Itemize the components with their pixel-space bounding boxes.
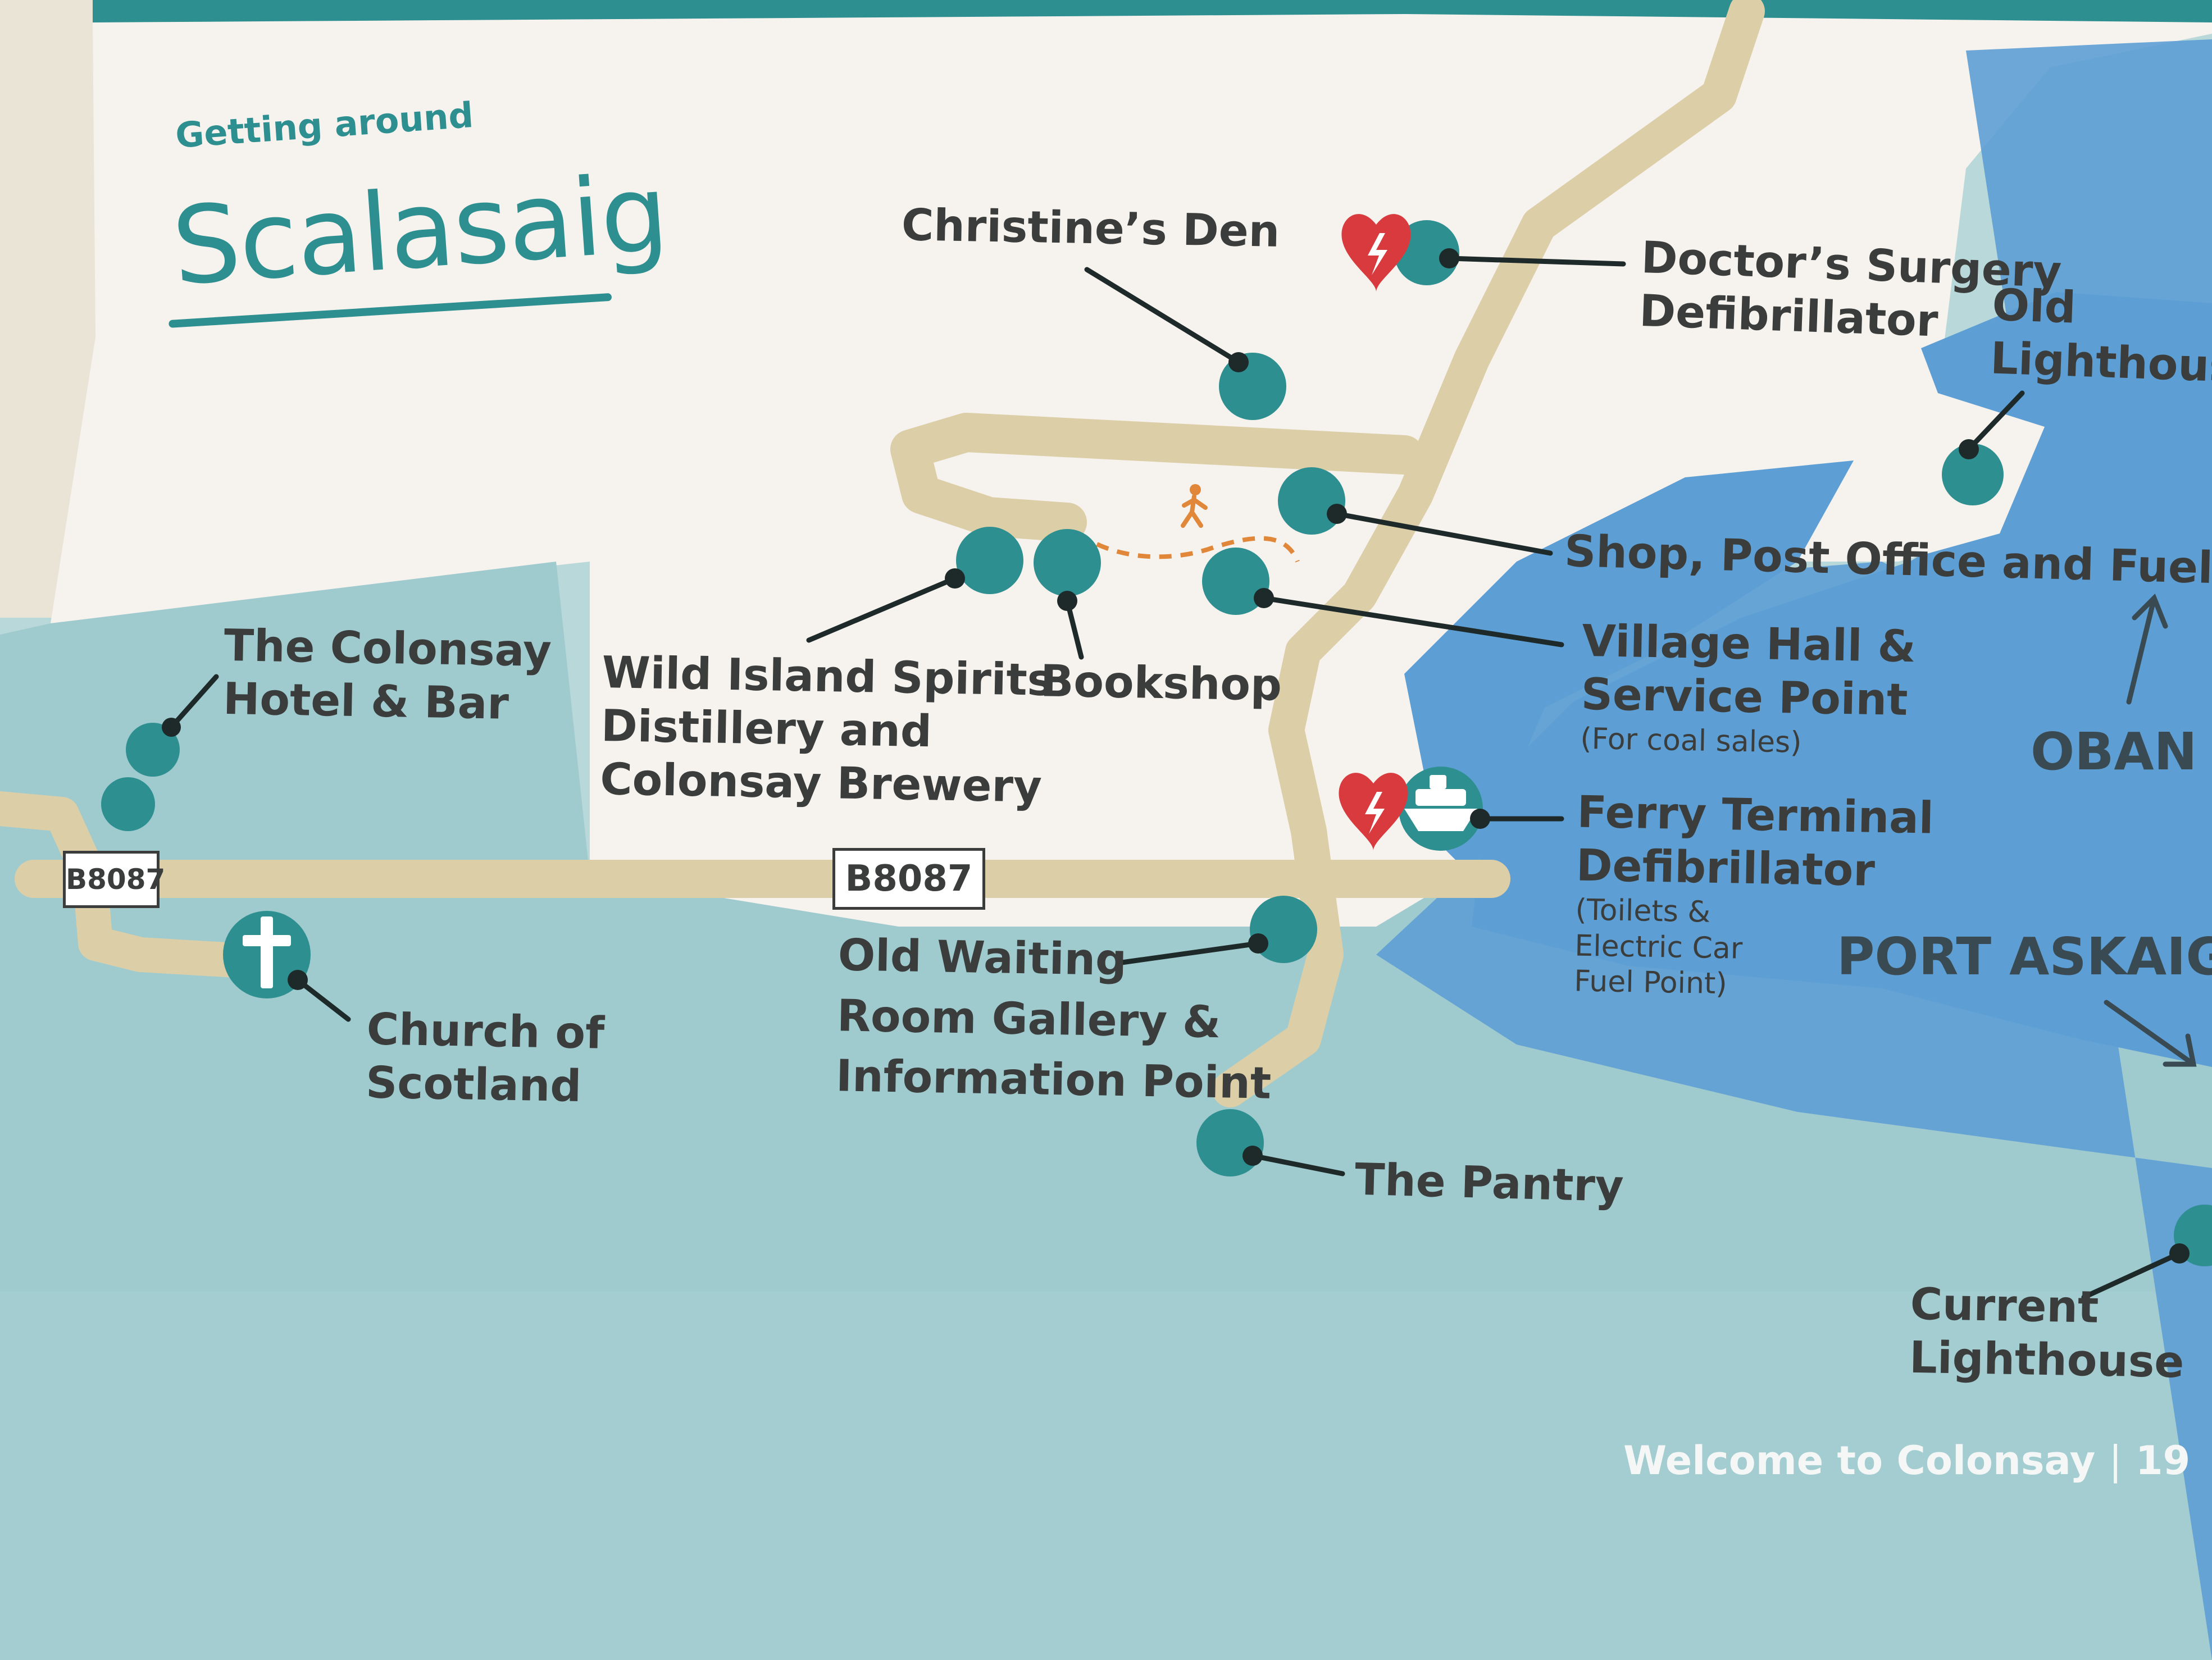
ferry-icon (1404, 775, 1477, 831)
label-old-lighthouse: Old Lighthouse (1989, 280, 2212, 394)
leader-lines (169, 256, 2182, 1300)
marker-current-lighthouse[interactable] (2169, 1205, 2212, 1266)
footer-separator: | (2109, 1438, 2122, 1484)
arrow-port-askaig-icon (2104, 1000, 2197, 1067)
top-strip (93, 0, 2212, 22)
marker-pantry[interactable] (1196, 1109, 1264, 1176)
label-colonsay-hotel: The Colonsay Hotel & Bar (222, 620, 552, 729)
road-tag-b8087-center: B8087 (832, 848, 985, 910)
sea-light-gradient (0, 1292, 2212, 1660)
label-distillery: Wild Island Spirits Distillery and Colon… (599, 647, 1054, 813)
roads (0, 0, 1765, 1107)
marker-village-hall[interactable] (1202, 548, 1274, 615)
footer-page-number: 19 (2135, 1438, 2191, 1484)
arrow-oban-icon (2126, 593, 2168, 705)
label-pantry: The Pantry (1354, 1154, 1624, 1212)
direction-port-askaig: PORT ASKAIG (1837, 927, 2212, 987)
marker-distillery[interactable] (945, 527, 1023, 594)
walking-person-icon (1181, 484, 1208, 528)
marker-bookshop[interactable] (1034, 529, 1101, 611)
road-loop (890, 413, 1424, 542)
label-christines-den: Christine’s Den (901, 200, 1280, 257)
marker-ferry-terminal[interactable] (1399, 767, 1490, 851)
heart-lightning-icon (1339, 773, 1408, 851)
direction-oban: OBAN (2031, 722, 2197, 782)
label-waiting-room: Old Waiting Room Gallery & Information P… (835, 930, 1272, 1109)
page-footer: Welcome to Colonsay | 19 (1623, 1438, 2190, 1484)
markers (101, 220, 2212, 1266)
marker-colonsay-hotel[interactable] (101, 718, 181, 831)
heart-lightning-icon (1341, 214, 1411, 292)
walking-path (1077, 531, 1300, 563)
marker-old-lighthouse[interactable] (1942, 439, 2004, 505)
road-north (1212, 0, 1765, 1107)
label-bookshop: Bookshop (1040, 656, 1282, 711)
footer-publication: Welcome to Colonsay (1623, 1438, 2096, 1484)
marker-waiting-room[interactable] (1248, 896, 1317, 963)
label-current-lighthouse: Current Lighthouse (1909, 1279, 2184, 1388)
road-b8087-west (0, 791, 253, 978)
sea-blue-east (1472, 292, 2212, 1067)
marker-christines-den[interactable] (1219, 352, 1286, 420)
cross-icon (243, 916, 291, 988)
land (51, 7, 2212, 927)
road-tag-b8087-west: B8087 (63, 851, 165, 908)
label-church: Church of Scotland (365, 1004, 605, 1112)
marker-church[interactable] (223, 911, 311, 998)
marker-shop[interactable] (1278, 467, 1347, 535)
label-village-hall: Village Hall & Service Point (For coal s… (1580, 615, 1917, 760)
